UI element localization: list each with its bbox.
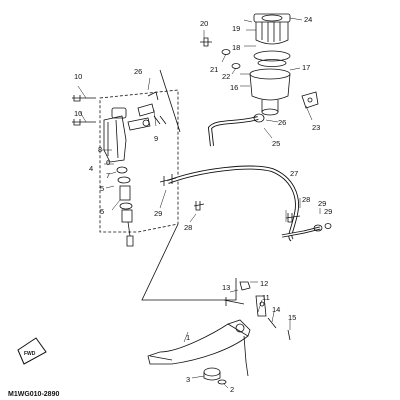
callout-17: 17: [302, 63, 310, 72]
callout-9: 9: [154, 134, 158, 143]
pivot-bracket: [137, 91, 159, 117]
drawing-code: M1WG010-2890: [8, 391, 59, 398]
callout-19: 19: [232, 24, 240, 33]
pedal-bushing: [203, 367, 221, 381]
front-direction-label: FWD: [24, 351, 36, 357]
reservoir-diaphragm: [253, 50, 291, 62]
pin-14: [267, 317, 277, 329]
callout-7: 7: [106, 171, 110, 180]
callout-16: 16: [230, 83, 238, 92]
callout-23: 23: [312, 123, 320, 132]
callout-20: 20: [200, 19, 208, 28]
callout-1: 1: [186, 333, 190, 342]
master-cylinder-group-outline: [99, 89, 179, 233]
callout-13: 13: [222, 283, 230, 292]
callout-8: 8: [98, 145, 102, 154]
mounting-bolt-lower: [72, 119, 96, 126]
callout-26b: 26: [134, 67, 142, 76]
callout-2: 2: [230, 385, 234, 394]
callout-3: 3: [186, 375, 190, 384]
clevis-11: [255, 295, 267, 317]
callout-15: 15: [288, 313, 296, 322]
callout-14: 14: [272, 305, 280, 314]
reservoir-cap: [253, 13, 291, 45]
reservoir-hose: [207, 116, 259, 147]
callout-25: 25: [272, 139, 280, 148]
pedal-mount-bolt: [223, 297, 245, 306]
callout-29a: 29: [154, 209, 162, 218]
cap-screw: [200, 37, 212, 47]
callout-24: 24: [304, 15, 312, 24]
hose-end-fitting: [313, 223, 332, 232]
callout-leaders: [77, 17, 321, 389]
callout-5a: 5: [100, 184, 104, 193]
washer-21: [221, 49, 231, 55]
assembly-link-line: [141, 69, 237, 301]
callout-28a: 28: [184, 223, 192, 232]
reservoir-tank: [249, 68, 291, 116]
mounting-bolt-upper: [72, 95, 96, 102]
callout-4: 4: [89, 164, 93, 173]
bolt-28-lower: [285, 213, 301, 223]
callout-29c: 29: [324, 207, 332, 216]
callout-26a: 26: [278, 118, 286, 127]
callout-11: 11: [262, 293, 270, 302]
callout-28b: 28: [302, 195, 310, 204]
callout-6: 6: [106, 158, 110, 167]
callout-10a: 10: [74, 72, 82, 81]
callout-5b: 5: [100, 207, 104, 216]
front-direction-icon: FWD: [17, 337, 47, 365]
callout-10b: 10: [74, 109, 82, 118]
bolt-28-upper: [193, 201, 205, 211]
reservoir-plate: [257, 59, 287, 67]
pedal-washer: [217, 379, 227, 385]
washer-22: [231, 63, 241, 69]
banjo-union: [127, 117, 151, 131]
brake-pedal: [147, 319, 251, 377]
hose-clip: [253, 113, 265, 123]
callout-29b: 29: [318, 199, 326, 208]
callout-18: 18: [232, 43, 240, 52]
callout-22: 22: [222, 72, 230, 81]
nut-12: [239, 281, 251, 291]
master-cylinder-body: [103, 107, 127, 163]
pushrod-assembly: [116, 166, 134, 247]
hose-union-bolt: [159, 174, 177, 186]
cotter-pin-15: [287, 329, 291, 341]
callout-27: 27: [290, 169, 298, 178]
callout-12: 12: [260, 279, 268, 288]
callout-21: 21: [210, 65, 218, 74]
reservoir-bracket: [301, 91, 319, 109]
